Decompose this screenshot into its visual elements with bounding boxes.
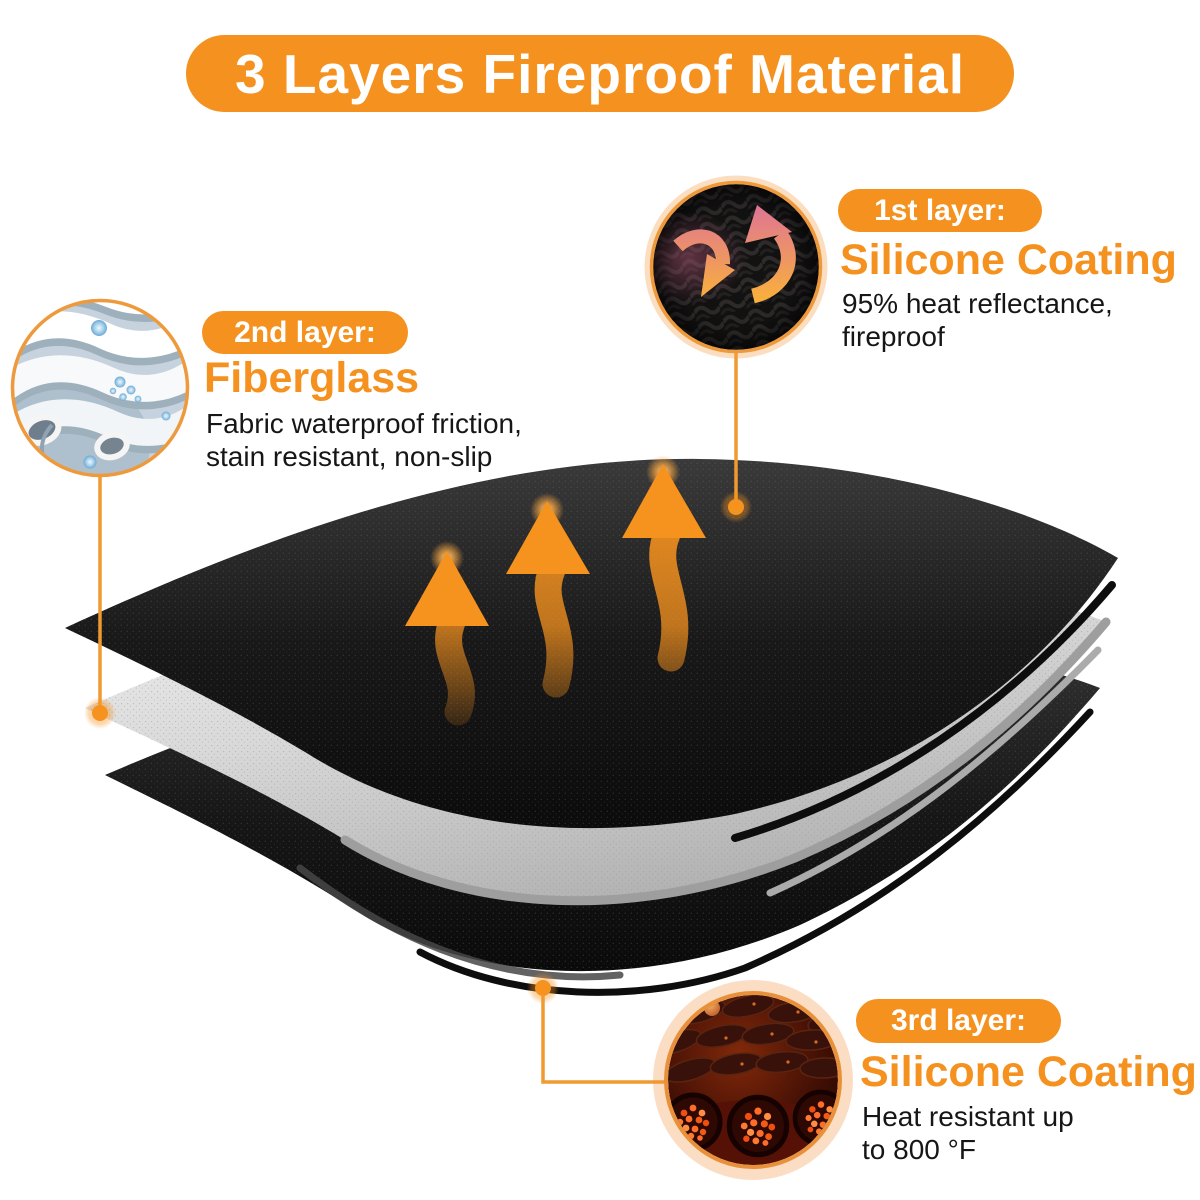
- detail-circle-silicone-bottom: [653, 980, 853, 1180]
- layer1-desc-line2: fireproof: [842, 321, 945, 352]
- layer2-pill: 2nd layer:: [202, 311, 408, 354]
- water-droplet-icon: [83, 320, 171, 469]
- heat-arrow-icon: [622, 464, 706, 672]
- title-banner: 3 Layers Fireproof Material: [186, 35, 1014, 112]
- detail-circle-fiberglass: [10, 298, 190, 478]
- title-banner-label: 3 Layers Fireproof Material: [234, 42, 966, 105]
- layer3-heading: Silicone Coating: [860, 1048, 1197, 1096]
- layer1-pill: 1st layer:: [838, 189, 1042, 232]
- layer3-desc-line2: to 800 °F: [862, 1134, 976, 1165]
- layer2-desc-line2: stain resistant, non-slip: [206, 441, 493, 472]
- layer3-desc-line1: Heat resistant up: [862, 1101, 1074, 1132]
- connector-line-3: [541, 994, 668, 1084]
- bottom-sheet-edge-line: [416, 708, 1094, 996]
- layer3-description: Heat resistant up to 800 °F: [862, 1100, 1074, 1166]
- layer2-desc-line1: Fabric waterproof friction,: [206, 408, 522, 439]
- layer2-heading: Fiberglass: [204, 354, 420, 402]
- connector-dot-1: [728, 499, 744, 515]
- heat-arrows: [405, 455, 706, 726]
- layer1-desc-line1: 95% heat reflectance,: [842, 288, 1113, 319]
- layer2-pill-label: 2nd layer:: [234, 315, 376, 349]
- heat-arrow-icon: [405, 551, 489, 726]
- heat-arrow-icon: [506, 501, 590, 698]
- detail-circle-silicone-top: [644, 175, 828, 359]
- layer3-pill-label: 3rd layer:: [890, 1004, 1027, 1037]
- connector-dot-3: [535, 980, 551, 996]
- silicone-fabric-reflect-arrows-icon: [673, 205, 796, 304]
- layer1-heading: Silicone Coating: [840, 236, 1177, 284]
- layer1-pill-label: 1st layer:: [874, 193, 1006, 227]
- layer2-description: Fabric waterproof friction, stain resist…: [206, 407, 522, 473]
- middle-sheet-edge-line: [766, 646, 1102, 897]
- connectors: [84, 350, 752, 1084]
- layer3-pill: 3rd layer:: [856, 999, 1061, 1043]
- layer1-description: 95% heat reflectance, fireproof: [842, 287, 1113, 353]
- material-sheets: [65, 458, 1118, 996]
- connector-dot-2: [92, 705, 108, 721]
- sheet-top-silicone: [65, 458, 1118, 829]
- top-sheet-edge-line: [731, 581, 1116, 842]
